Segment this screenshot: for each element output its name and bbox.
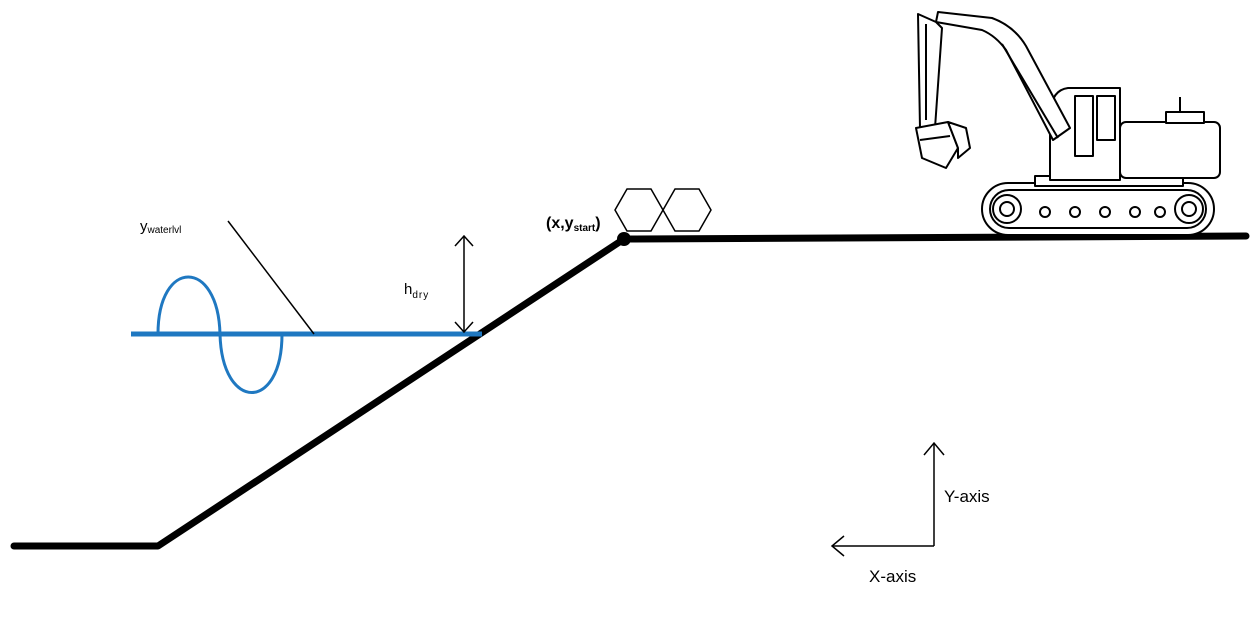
y-axis-label: Y-axis bbox=[944, 487, 990, 506]
wave-icon bbox=[156, 275, 284, 394]
start-point-label: (x,ystart) bbox=[546, 215, 601, 234]
x-axis-label: X-axis bbox=[869, 567, 916, 586]
excavator-icon bbox=[915, 11, 1221, 236]
water-level-label: ywaterlvl bbox=[140, 218, 181, 236]
dry-height-arrow bbox=[454, 234, 474, 334]
water-level-leader-line bbox=[227, 220, 315, 335]
dry-height-label: hdry bbox=[404, 281, 429, 301]
axis-indicator bbox=[830, 441, 945, 557]
hexagon-block-icon bbox=[614, 188, 712, 232]
dike-profile-line bbox=[10, 232, 1250, 550]
start-point-marker bbox=[617, 232, 631, 246]
